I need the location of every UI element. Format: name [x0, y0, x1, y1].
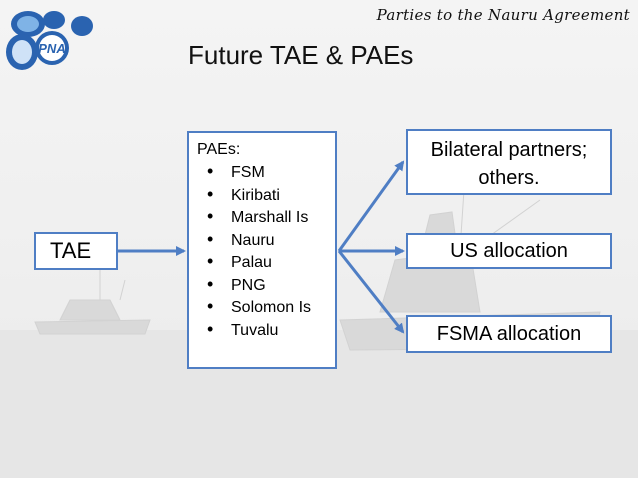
pae-member: Marshall Is [197, 206, 335, 229]
logo-text: PNA [38, 41, 65, 56]
organization-header: Parties to the Nauru Agreement [376, 6, 630, 24]
arrow-to-bilateral [337, 160, 405, 252]
others-label: others. [478, 167, 540, 189]
tae-label: TAE [50, 238, 92, 263]
tae-box: TAE [34, 232, 118, 270]
pae-member: PNG [197, 274, 335, 297]
paes-box: PAEs: FSM Kiribati Marshall Is Nauru Pal… [187, 131, 337, 369]
slide-title: Future TAE & PAEs [188, 40, 414, 70]
pae-member: Kiribati [197, 184, 335, 207]
bilateral-partners-label: Bilateral partners; [430, 139, 588, 161]
paes-title: PAEs: [197, 141, 241, 158]
pae-member: Palau [197, 251, 335, 274]
arrow-to-fsma [337, 250, 405, 334]
fsma-allocation-box: FSMA allocation [406, 315, 612, 353]
fsma-allocation-label: FSMA allocation [436, 323, 582, 345]
pae-member: Solomon Is [197, 296, 335, 319]
pae-member: FSM [197, 161, 335, 184]
pna-logo: PNA [6, 11, 93, 70]
us-allocation-box: US allocation [406, 233, 612, 269]
bilateral-partners-box: Bilateral partners; others. [406, 129, 612, 195]
paes-member-list: FSM Kiribati Marshall Is Nauru Palau PNG… [197, 161, 335, 341]
us-allocation-label: US allocation [450, 240, 568, 262]
pae-member: Tuvalu [197, 319, 335, 342]
pae-member: Nauru [197, 229, 335, 252]
